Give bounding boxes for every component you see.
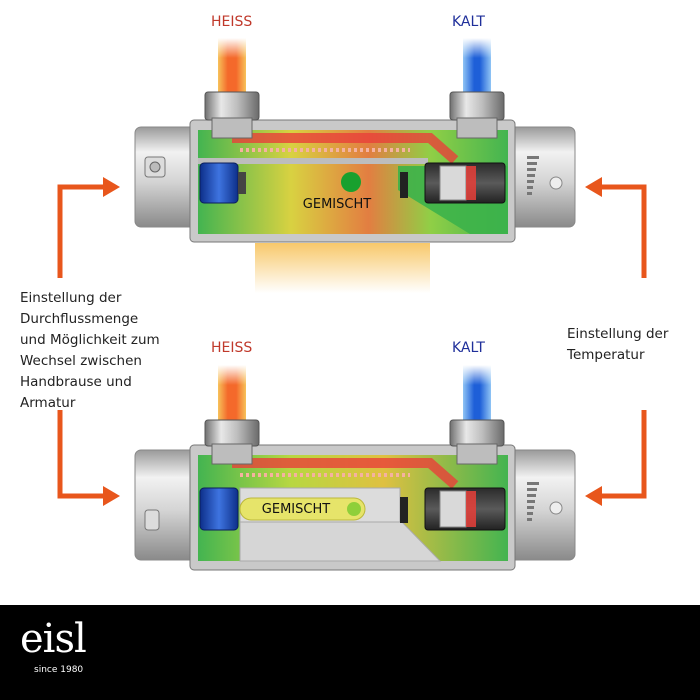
cold-inlet-nut [449, 91, 505, 121]
left-bottom-arrow [57, 410, 105, 499]
hot-inlet-nut-bottom [204, 419, 260, 447]
flow-cartridge-top [199, 162, 239, 204]
logo-wordmark: eisl [20, 616, 87, 662]
flow-arrows [57, 184, 647, 499]
hot-label-bottom: HEISS [211, 340, 253, 356]
arrow-head-left-bottom [103, 486, 120, 506]
arrow-head-right-top [585, 177, 602, 197]
arrow-head-right-bottom [585, 486, 602, 506]
top-unit: GEMISCHT [134, 38, 576, 293]
hot-label-top: HEISS [211, 14, 253, 30]
brand-footer: eisl since 1980 [0, 605, 700, 700]
cold-inlet-nut-bottom [449, 419, 505, 447]
flow-cartridge-bottom [199, 487, 239, 531]
outflow-glow [255, 243, 430, 293]
right-bottom-arrow [600, 410, 647, 499]
temperature-adjustment-note: Einstellung der Temperatur [567, 326, 669, 363]
logo-tagline: since 1980 [34, 665, 84, 675]
hot-inlet-nut [204, 91, 260, 121]
flow-adjustment-note: Einstellung der Durchflussmenge und Mögl… [20, 290, 160, 411]
eisl-logo: eisl since 1980 [20, 617, 100, 687]
mixed-outlet-top [341, 172, 361, 192]
cold-label-bottom: KALT [452, 340, 485, 356]
bottom-unit: GEMISCHT [134, 365, 576, 571]
thermostat-diagram: GEMISCHT GEMISCHT [57, 38, 647, 571]
left-top-arrow [57, 184, 105, 278]
cold-label-top: KALT [452, 14, 485, 30]
mixed-label-top: GEMISCHT [303, 197, 371, 212]
mixed-label-bottom: GEMISCHT [262, 502, 330, 517]
arrow-head-left-top [103, 177, 120, 197]
mixed-flow-tube [239, 497, 366, 521]
right-top-arrow [600, 184, 647, 278]
